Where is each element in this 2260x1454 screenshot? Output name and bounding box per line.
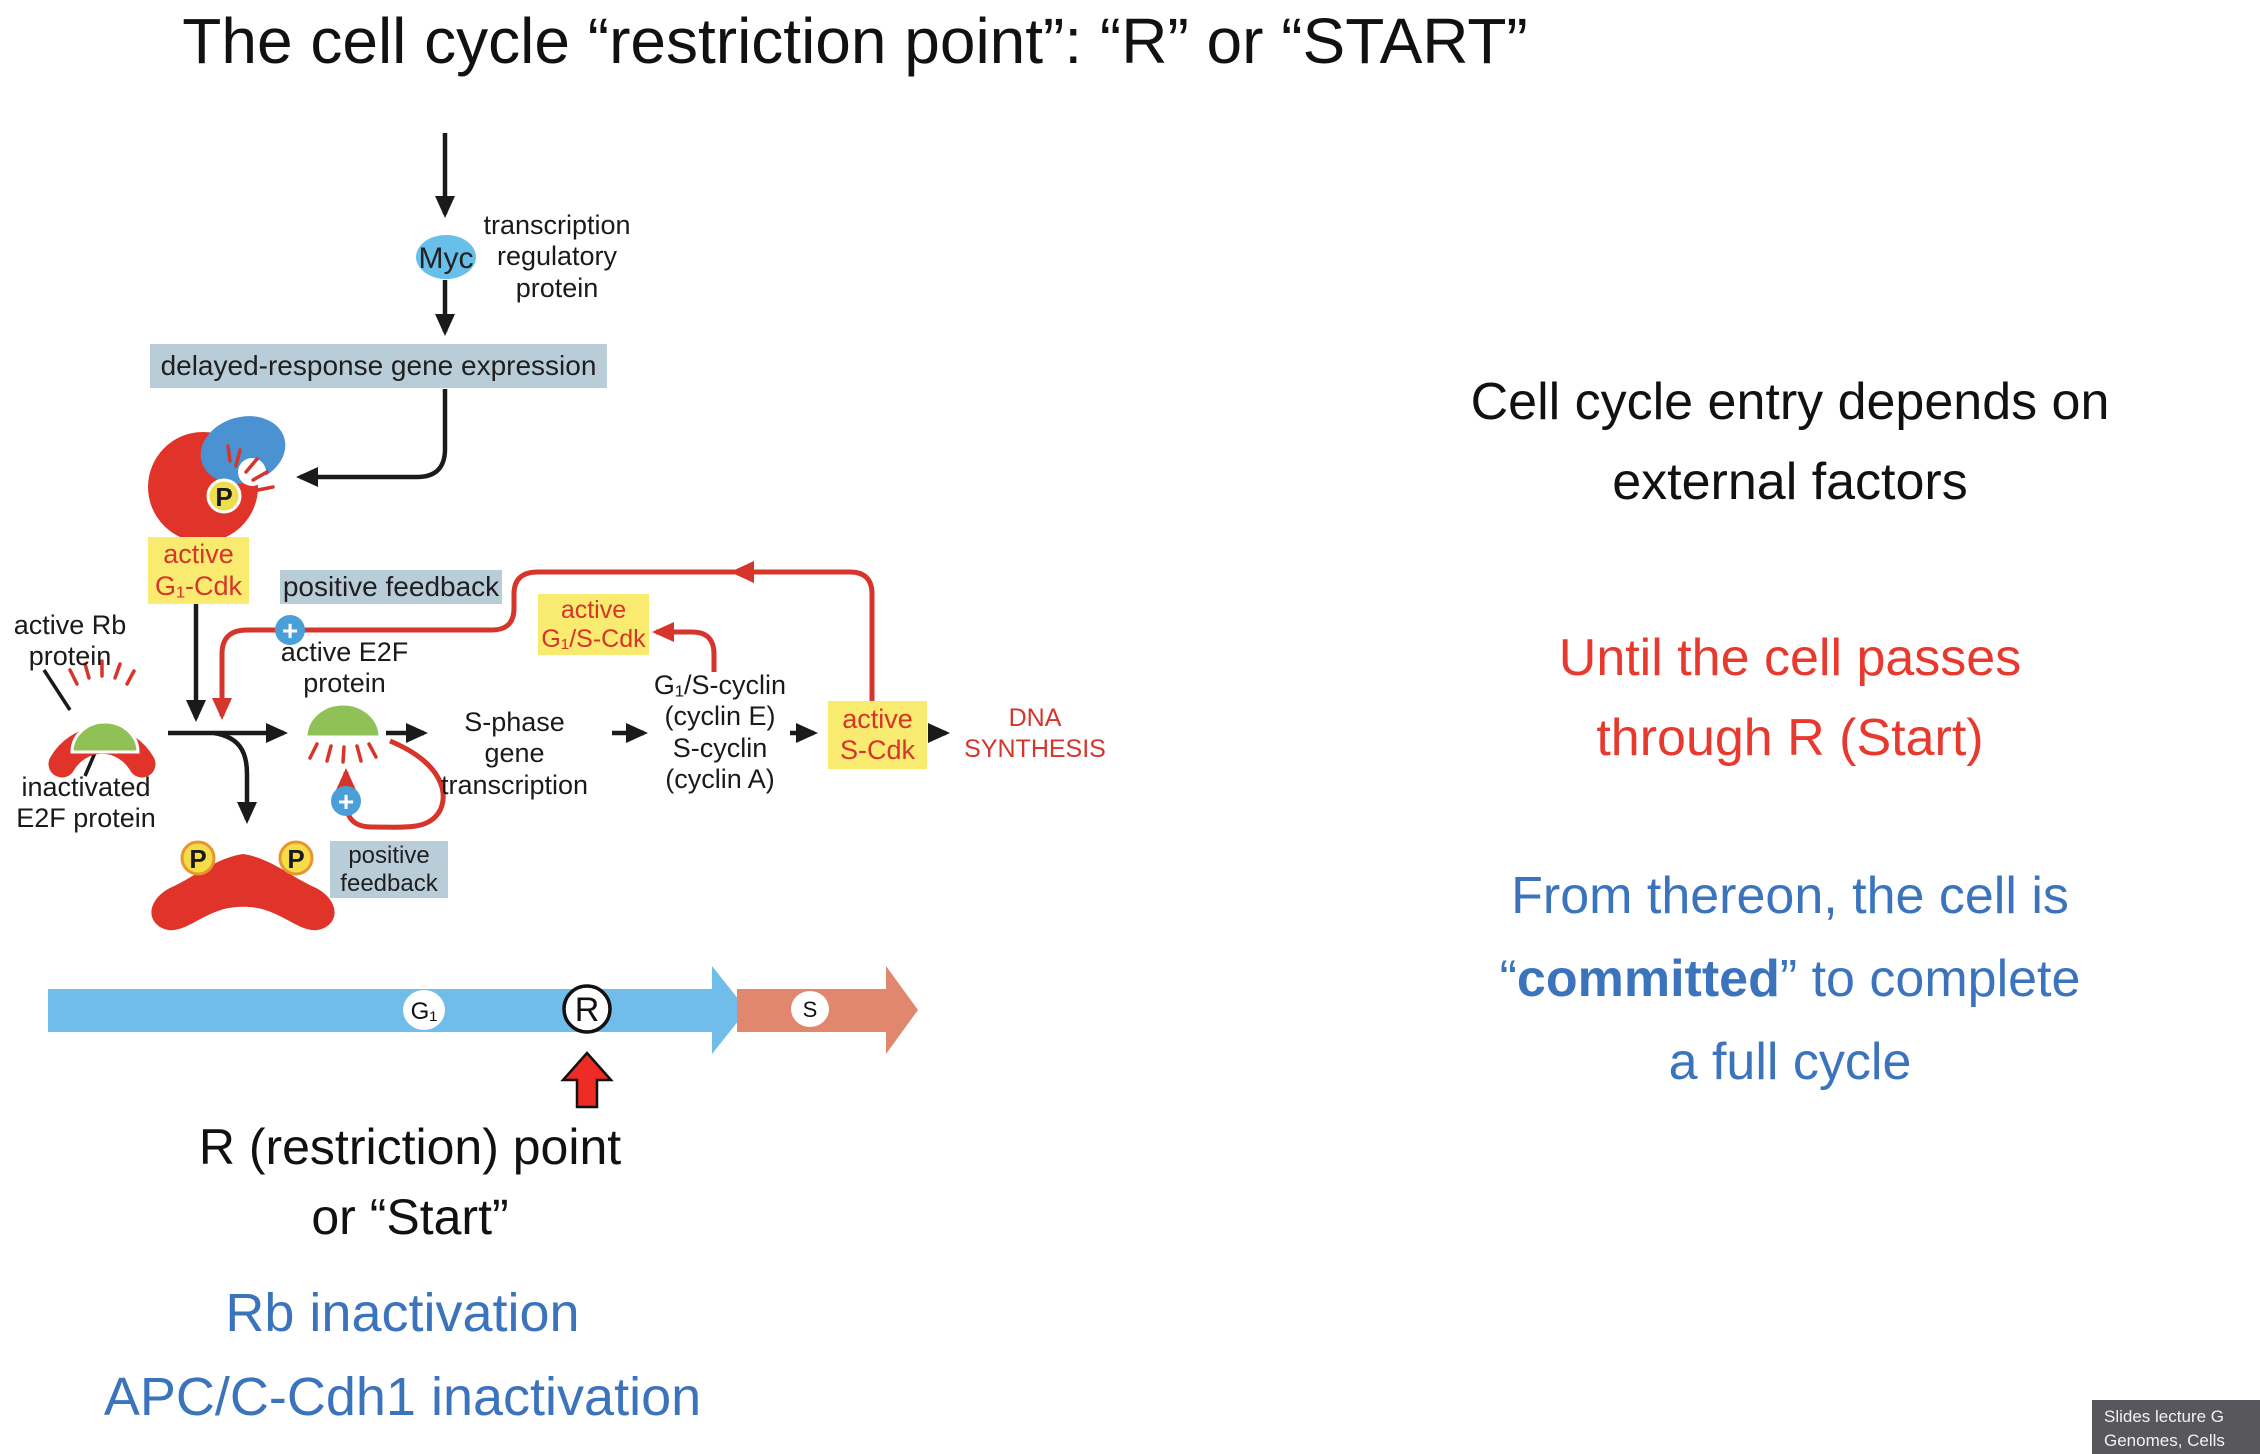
delayed-response-box: delayed-response gene expression bbox=[150, 344, 607, 388]
restriction-pointer-arrow-icon bbox=[560, 1051, 614, 1109]
myc-ellipse bbox=[416, 235, 476, 279]
g1-label-ellipse bbox=[403, 990, 445, 1030]
quote-close: ” to complete bbox=[1779, 950, 2081, 1009]
g1-phase-bar bbox=[48, 989, 712, 1032]
dna-synthesis-label: DNA SYNTHESIS bbox=[964, 704, 1106, 764]
phosphate-label: P bbox=[287, 844, 304, 874]
phosphate-icon bbox=[180, 840, 216, 876]
stimulation-badges: + + bbox=[275, 615, 361, 817]
arrow-genes-to-g1cdk bbox=[296, 389, 448, 487]
g1-phase-label: G₁ bbox=[411, 998, 438, 1025]
s-phase-arrowhead bbox=[886, 966, 918, 1054]
activity-rays-icon bbox=[308, 742, 378, 764]
phosphate-label: P bbox=[189, 844, 206, 874]
note-committed-line1: From thereon, the cell is bbox=[1511, 867, 2069, 925]
scdk-feedback-path bbox=[212, 569, 875, 720]
note-committed-line2: “committed” to complete bbox=[1320, 938, 2260, 1021]
note-cell-cycle-entry: Cell cycle entry depends on external fac… bbox=[1470, 373, 2110, 512]
inactivated-e2f-shape bbox=[70, 720, 140, 754]
active-rb-pointer-line bbox=[42, 669, 72, 711]
rb-e2f-complex bbox=[48, 659, 156, 778]
e2f-positive-feedback-loop bbox=[336, 738, 446, 830]
page-title: The cell cycle “restriction point”: “R” … bbox=[182, 5, 1528, 77]
activity-rays-icon bbox=[226, 444, 275, 492]
active-rb-label: active Rb protein bbox=[13, 610, 127, 672]
plus-label: + bbox=[338, 786, 354, 817]
cyclins-label: G₁/S-cyclin (cyclin E) S-cyclin (cyclin … bbox=[653, 670, 787, 794]
active-e2f-shape bbox=[304, 702, 382, 739]
active-g1cdk-box: active G₁-Cdk bbox=[148, 537, 249, 604]
cell-cycle-timeline bbox=[48, 966, 918, 1109]
active-e2f-complex bbox=[304, 702, 382, 764]
myc-annotation: transcription regulatory protein bbox=[483, 210, 631, 303]
restriction-point-caption: R (restriction) point or “Start” bbox=[198, 1119, 622, 1245]
slide-credit-badge: Slides lecture G Genomes, Cells bbox=[2092, 1400, 2260, 1454]
phosphate-icon bbox=[206, 478, 242, 514]
phosphate-icon bbox=[278, 840, 314, 876]
positive-feedback-top-box: positive feedback bbox=[280, 570, 502, 604]
note-until-passes-r: Until the cell passes through R (Start) bbox=[1558, 629, 2022, 768]
activity-rays-icon bbox=[68, 659, 136, 686]
committed-bold: committed bbox=[1516, 950, 1780, 1009]
g1-phase-arrowhead bbox=[712, 966, 747, 1054]
s-phase-label: S bbox=[803, 997, 818, 1022]
arrow-to-inactivated-rb bbox=[213, 730, 257, 824]
positive-feedback-bottom-box: positive feedback bbox=[330, 841, 448, 898]
g1cdk-complex: P bbox=[148, 416, 286, 542]
note-committed-line3: a full cycle bbox=[1668, 1033, 1912, 1092]
complex-cleft bbox=[238, 458, 266, 486]
myc-label: Myc bbox=[419, 242, 474, 275]
plus-label: + bbox=[282, 615, 298, 646]
restriction-point-circle bbox=[562, 984, 612, 1034]
s-label-ellipse bbox=[791, 991, 829, 1027]
note-committed: From thereon, the cell is “committed” to… bbox=[1320, 855, 2260, 1105]
black-arrows bbox=[168, 133, 950, 824]
plus-icon bbox=[275, 615, 305, 645]
inactivated-rb-shape bbox=[151, 854, 335, 931]
s-phase-gene-label: S-phase gene transcription bbox=[440, 707, 589, 800]
active-g1s-cdk-box: active G₁/S-Cdk bbox=[538, 594, 649, 655]
active-s-cdk-box: active S-Cdk bbox=[828, 701, 927, 769]
inactivation-notes: Rb inactivation APC/C-Cdh1 inactivation bbox=[103, 1283, 702, 1427]
cyclin-to-g1scdk-path bbox=[652, 622, 717, 672]
feedback-direction-arrowhead bbox=[730, 561, 754, 583]
plus-icon bbox=[331, 786, 361, 816]
active-e2f-label: active E2F protein bbox=[280, 637, 409, 699]
inactivated-e2f-label: inactivated E2F protein bbox=[16, 772, 156, 834]
quote-open: “ bbox=[1499, 950, 1517, 1009]
inactivated-rb-complex: P P bbox=[151, 840, 335, 931]
phosphate-label: P bbox=[215, 482, 232, 512]
red-feedback-paths bbox=[212, 569, 875, 830]
restriction-point-label: R bbox=[575, 991, 600, 1029]
